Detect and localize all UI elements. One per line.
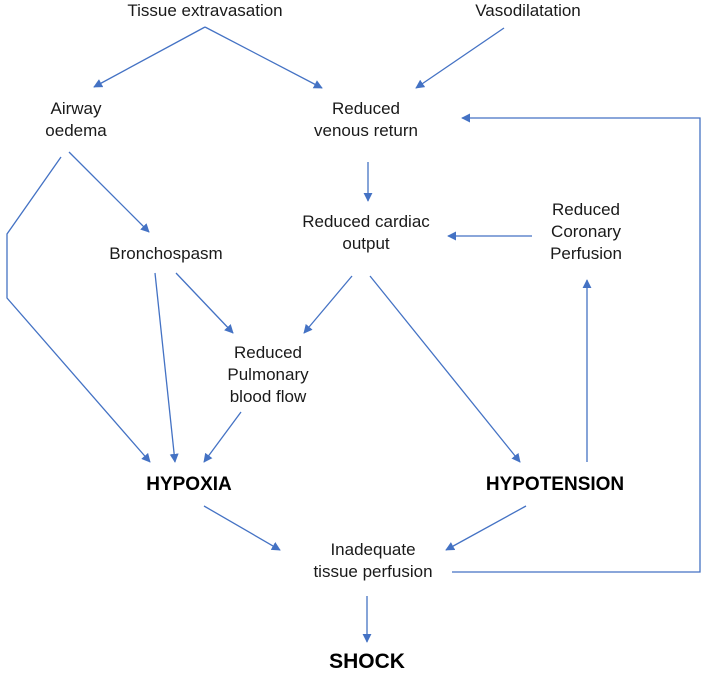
node-label-line: HYPOXIA — [146, 474, 232, 495]
arrow-tissue-extravasation-to-reduced-venous-return — [204, 26, 323, 89]
arrow-inadequate-tissue-perfusion-to-reduced-venous-return — [452, 113, 701, 573]
arrow-reduced-cardiac-output-to-reduced-pulmonary-blood-flow — [303, 275, 353, 334]
node-vasodilatation: Vasodilatation — [475, 0, 581, 22]
node-label-line: Perfusion — [550, 244, 622, 263]
arrow-airway-oedema-to-bronchospasm — [68, 151, 150, 233]
node-inadequate-tissue-perfusion: Inadequate tissue perfusion — [313, 539, 432, 583]
node-reduced-coronary-perfusion: Reduced Coronary Perfusion — [550, 199, 622, 265]
arrow-bronchospasm-to-reduced-pulmonary-blood-flow — [175, 272, 234, 334]
node-hypoxia: HYPOXIA — [146, 474, 232, 496]
arrow-hypotension-to-inadequate-tissue-perfusion — [445, 505, 527, 551]
arrow-airway-oedema-to-hypoxia — [6, 156, 151, 463]
arrow-vasodilatation-to-reduced-venous-return — [415, 27, 505, 89]
node-label-line: Reduced — [233, 343, 303, 362]
node-label-line: Tissue extravasation — [127, 1, 283, 20]
node-bronchospasm: Bronchospasm — [109, 243, 222, 265]
node-label-line: Reduced cardiac — [302, 212, 430, 231]
node-reduced-pulmonary-blood-flow: Reduced Pulmonary blood flow — [227, 342, 308, 408]
node-shock: SHOCK — [329, 651, 405, 673]
node-label-line: SHOCK — [329, 650, 405, 673]
arrow-bronchospasm-to-hypoxia — [154, 272, 179, 463]
node-label-line: venous return — [314, 121, 418, 140]
node-hypotension: HYPOTENSION — [486, 474, 624, 496]
node-reduced-venous-return: Reduced venous return — [314, 98, 418, 142]
node-label-line: Reduced — [331, 99, 401, 118]
node-label-line: Inadequate — [330, 540, 416, 559]
node-tissue-extravasation: Tissue extravasation — [127, 0, 282, 22]
arrow-reduced-cardiac-output-to-hypotension — [369, 275, 521, 463]
arrow-tissue-extravasation-to-airway-oedema — [93, 26, 206, 88]
node-label-line: oedema — [45, 121, 107, 140]
node-label-line: Vasodilatation — [475, 1, 581, 20]
node-airway-oedema: Airway oedema — [45, 98, 106, 142]
arrow-hypoxia-to-inadequate-tissue-perfusion — [203, 505, 281, 551]
node-label-line: tissue perfusion — [313, 562, 433, 581]
node-reduced-cardiac-output: Reduced cardiac output — [302, 211, 430, 255]
arrow-reduced-pulmonary-blood-flow-to-hypoxia — [203, 411, 242, 463]
node-label-line: Coronary — [551, 222, 621, 241]
node-label-line: output — [342, 234, 390, 253]
node-label-line: blood flow — [229, 387, 307, 406]
node-label-line: Bronchospasm — [109, 244, 223, 263]
node-label-line: Airway — [50, 99, 102, 118]
node-label-line: Reduced — [551, 200, 621, 219]
node-label-line: Pulmonary — [227, 365, 309, 384]
node-label-line: HYPOTENSION — [485, 474, 625, 495]
